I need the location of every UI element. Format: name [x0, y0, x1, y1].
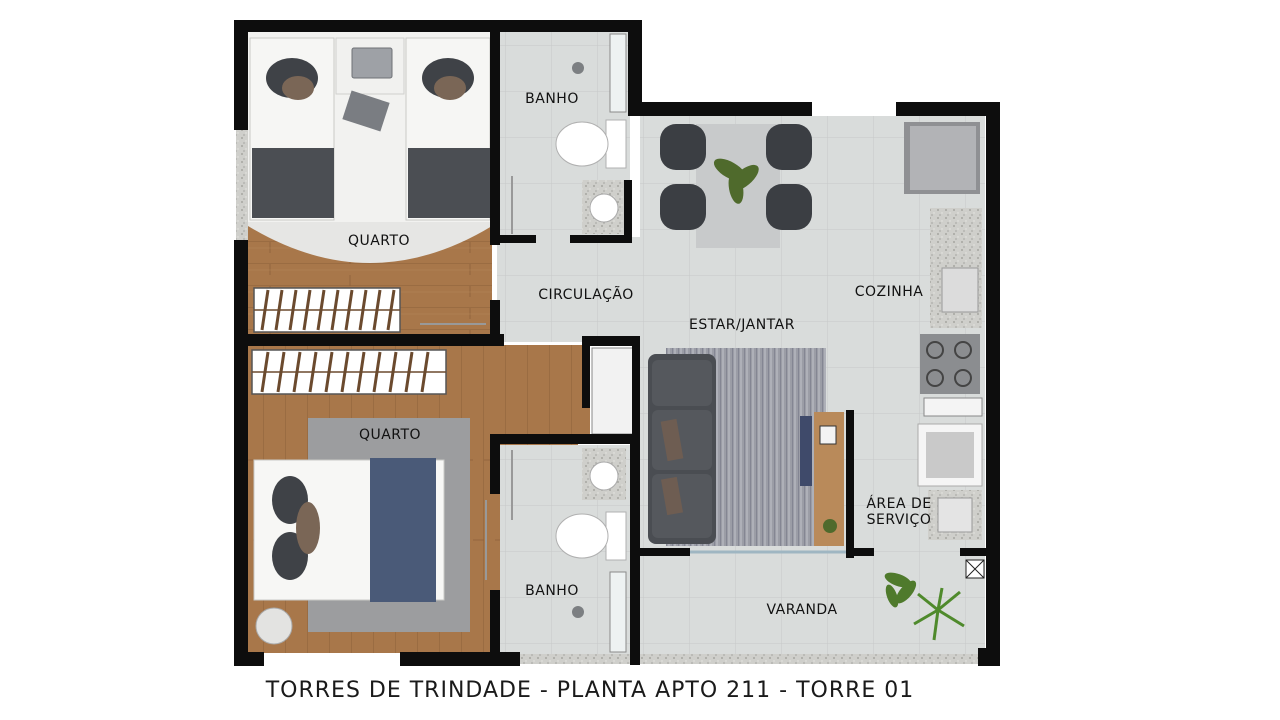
kitchen-sink — [941, 267, 979, 313]
varanda-plants — [884, 572, 965, 641]
plant-icon — [713, 158, 759, 204]
sink-top — [589, 193, 619, 223]
label-area-servico-1: ÁREA DE — [866, 495, 931, 512]
book-icon — [819, 425, 837, 445]
closet-corridor-floor — [490, 345, 590, 440]
fridge-door — [910, 126, 976, 190]
circulacao-floor — [497, 237, 640, 342]
bed-left-blanket — [252, 148, 334, 218]
sink-bottom — [589, 461, 619, 491]
side-table-icon — [255, 607, 293, 645]
shower-glass-top — [609, 33, 627, 113]
walls — [234, 20, 1000, 666]
shelf — [923, 397, 983, 417]
double-bed-blanket — [370, 458, 436, 602]
varanda-floor — [640, 556, 985, 656]
chair-top — [342, 90, 390, 132]
label-quarto-bottom: QUARTO — [359, 427, 421, 443]
palm-plant-icon — [913, 587, 965, 641]
stove — [920, 334, 980, 394]
toilet-tank-bottom — [605, 511, 627, 561]
toilet-top — [555, 121, 609, 167]
bedroom-rug — [248, 222, 492, 263]
chair-3 — [766, 124, 812, 170]
sofa-cushion-1 — [660, 418, 684, 462]
chair-2 — [660, 184, 706, 230]
small-plant-icon — [823, 519, 837, 533]
sofa-seat-1 — [652, 360, 712, 406]
bed-right-blanket — [408, 148, 490, 218]
room-labels: QUARTO BANHO CIRCULAÇÃO ESTAR/JANTAR COZ… — [348, 91, 932, 618]
label-estar-jantar: ESTAR/JANTAR — [689, 317, 795, 333]
label-banho-top: BANHO — [525, 91, 579, 107]
quarto-bottom-furniture — [251, 349, 487, 645]
label-area-servico-2: SERVIÇO — [867, 512, 932, 528]
label-banho-bottom: BANHO — [525, 583, 579, 599]
plan-caption: TORRES DE TRINDADE - PLANTA APTO 211 - T… — [265, 678, 915, 703]
dining-set — [660, 124, 812, 248]
sofa-seat-2 — [652, 410, 712, 470]
cushion-bottom — [296, 502, 320, 554]
toilet-bottom — [555, 513, 609, 559]
sofa-seat-3 — [652, 474, 712, 538]
chair-4 — [766, 184, 812, 230]
banho-top-fixtures — [511, 33, 627, 234]
shower-glass-bottom — [609, 571, 627, 653]
label-varanda: VARANDA — [766, 602, 837, 618]
label-quarto-top: QUARTO — [348, 233, 410, 249]
sofa-cushion-2 — [660, 476, 684, 516]
shower-drain-bottom-icon — [572, 606, 584, 618]
cushion-right — [434, 76, 466, 100]
window-sill-bottom — [520, 654, 980, 664]
shower-drain-icon — [572, 62, 584, 74]
window-sill-left — [236, 130, 248, 240]
label-cozinha: COZINHA — [855, 284, 924, 300]
label-circulacao: CIRCULAÇÃO — [538, 286, 634, 303]
closet-glass — [591, 347, 635, 435]
toilet-tank-top — [605, 119, 627, 169]
banho-bottom-fixtures — [511, 347, 635, 653]
laptop-icon — [351, 47, 393, 79]
potted-plant-icon — [884, 572, 917, 608]
quarto-top-furniture — [248, 37, 492, 333]
tv-stand-dark — [800, 416, 812, 486]
kitchen-fixtures — [904, 122, 985, 579]
cushion-left — [282, 76, 314, 100]
chair-1 — [660, 124, 706, 170]
living-set — [648, 348, 844, 546]
